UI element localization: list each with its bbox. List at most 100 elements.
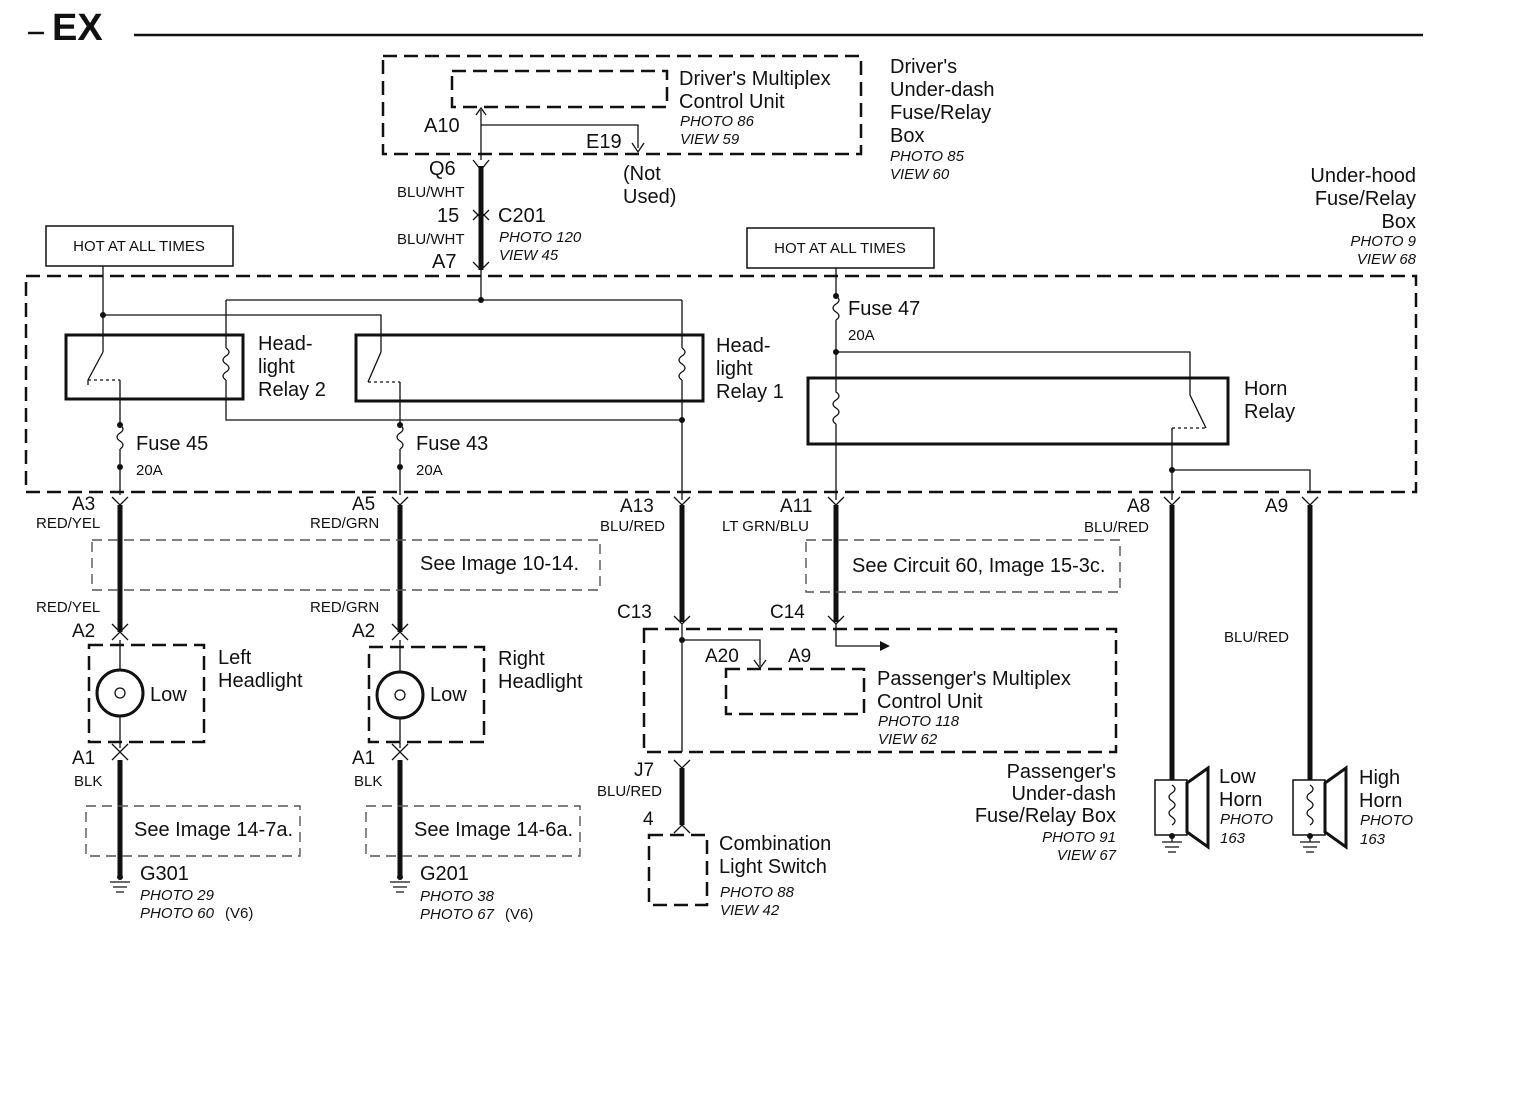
high-horn-photo-1: PHOTO — [1360, 812, 1413, 829]
underhood-label-2: Fuse/Relay — [1315, 188, 1416, 210]
e19-arrow — [631, 142, 645, 154]
pin4-connector-mark — [673, 824, 691, 834]
pin-e19: E19 — [586, 131, 622, 153]
section-title: EX — [52, 7, 103, 49]
passenger-mcu-view: VIEW 62 — [878, 731, 938, 748]
ref-box-circuit-60 — [805, 539, 1121, 593]
g301-v6: (V6) — [225, 905, 253, 922]
ground-icon — [1300, 836, 1320, 853]
left-low-label: Low — [150, 684, 187, 706]
pin-a9-mcu: A9 — [788, 646, 811, 667]
fuse45-rating: 20A — [136, 462, 163, 479]
ref-box-14-6a — [365, 805, 581, 857]
hot-label-right: HOT AT ALL TIMES — [774, 240, 906, 257]
fuse43-label: Fuse 43 — [416, 433, 488, 455]
hot-label-left: HOT AT ALL TIMES — [73, 238, 205, 255]
drivers-mcu-view: VIEW 59 — [680, 131, 740, 148]
c201-view: VIEW 45 — [499, 247, 559, 264]
hot-box-right — [746, 227, 935, 269]
left-a1-connector — [111, 743, 129, 761]
passenger-fuse-box-outline — [642, 627, 1118, 754]
wire-a13: BLU/RED — [600, 518, 665, 535]
high-horn-icon — [1323, 765, 1348, 850]
ref-14-6a-bg — [406, 814, 578, 846]
g201-photo-2: PHOTO 67 — [420, 906, 495, 923]
passenger-box-photo: PHOTO 91 — [1042, 829, 1116, 846]
combo-switch-view: VIEW 42 — [720, 902, 780, 919]
horn-relay-coil — [832, 378, 840, 500]
combo-switch-photo: PHOTO 88 — [720, 884, 795, 901]
pin-c13: C13 — [617, 602, 652, 623]
relay2-label-3: Relay 2 — [258, 379, 326, 401]
combo-switch-label-1: Combination — [719, 833, 831, 855]
drivers-box-label-1: Driver's — [890, 56, 957, 78]
ground-icon — [390, 881, 410, 893]
pin-a10: A10 — [424, 115, 460, 137]
left-a2-connector — [111, 623, 129, 641]
passenger-box-label-2: Under-dash — [1011, 783, 1116, 805]
ref-image-14-7a: See Image 14-7a. — [134, 819, 293, 841]
j7-connector-mark — [673, 759, 691, 769]
a10-arrow — [475, 106, 487, 116]
relay1-label-1: Head- — [716, 335, 770, 357]
fuse43-rating: 20A — [416, 462, 443, 479]
underhood-label-1: Under-hood — [1310, 165, 1416, 187]
fuse-45 — [116, 399, 124, 495]
relay2-coil — [222, 335, 230, 399]
right-pin-a1: A1 — [352, 748, 375, 769]
left-pin-a2: A2 — [72, 621, 95, 642]
pin-a5: A5 — [352, 494, 375, 515]
wire-a5: RED/GRN — [310, 515, 379, 532]
wire-j7: BLU/RED — [597, 783, 662, 800]
wire-blu-wht-top: BLU/WHT — [397, 184, 465, 201]
right-a1-connector — [391, 743, 409, 761]
ref-box-14-7a — [85, 805, 301, 857]
relay1-label-2: light — [716, 358, 753, 380]
c201-photo: PHOTO 120 — [499, 229, 582, 246]
low-horn-label-1: Low — [1219, 766, 1256, 788]
relay1-label-3: Relay 1 — [716, 381, 784, 403]
combo-switch-label-2: Light Switch — [719, 856, 827, 878]
wire-a11: LT GRN/BLU — [722, 518, 809, 535]
ref-10-14-bg — [412, 548, 598, 580]
drivers-box-label-4: Box — [890, 125, 924, 147]
passenger-mcu-photo: PHOTO 118 — [878, 713, 960, 730]
passenger-box-internal-wires — [681, 624, 880, 752]
pin-a7: A7 — [432, 251, 456, 273]
junction-c13 — [679, 637, 685, 643]
pin-c14: C14 — [770, 602, 805, 623]
left-headlight-bulb — [95, 668, 145, 718]
passenger-box-label-1: Passenger's — [1007, 761, 1116, 783]
junction-horn — [1169, 467, 1175, 473]
drivers-box-view: VIEW 60 — [890, 166, 950, 183]
drivers-mcu-photo: PHOTO 86 — [680, 113, 755, 130]
junction-hot-left — [100, 312, 106, 318]
left-wire-bottom: BLK — [74, 773, 102, 790]
ground-icon — [1162, 836, 1182, 853]
relay1-switch — [367, 335, 401, 401]
fuse45-dot-2 — [117, 464, 123, 470]
combo-switch-outline — [647, 833, 709, 907]
hot-box-left — [45, 225, 234, 267]
left-ground-dot — [117, 874, 123, 880]
pin-j7: J7 — [634, 760, 654, 781]
drivers-fuse-box-outline — [381, 54, 863, 156]
right-headlight-label-1: Right — [498, 648, 545, 670]
ref-image-10-14: See Image 10-14. — [420, 553, 579, 575]
horn-branch-a9 — [1172, 469, 1311, 492]
high-horn-body — [1292, 779, 1326, 836]
horn-relay-switch — [1171, 378, 1207, 500]
passenger-mcu-outline — [724, 667, 866, 716]
pin-a13: A13 — [620, 496, 654, 517]
horn-relay — [806, 376, 1230, 446]
wire-a3: RED/YEL — [36, 515, 100, 532]
passenger-mcu-label-1: Passenger's Multiplex — [877, 668, 1071, 690]
pin-a3: A3 — [72, 494, 95, 515]
a7-coil-feed — [225, 270, 683, 335]
pin-a20: A20 — [705, 646, 739, 667]
horn-relay-label-1: Horn — [1244, 378, 1287, 400]
junction-a7 — [478, 297, 484, 303]
ground-g201: G201 — [420, 863, 469, 885]
right-wire-bottom: BLK — [354, 773, 382, 790]
fuse-47 — [832, 268, 840, 378]
